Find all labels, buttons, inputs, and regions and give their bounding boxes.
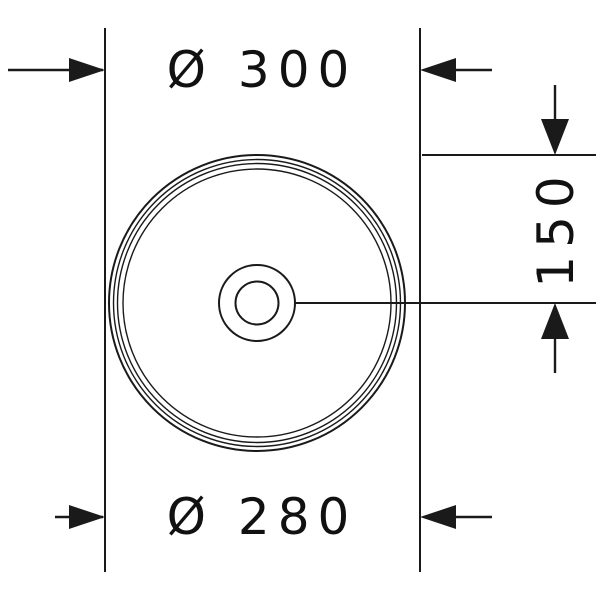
arrow-up-icon (541, 303, 569, 339)
dimension-top-label: Ø 300 (167, 41, 358, 99)
dimension-top: Ø 300 (8, 41, 492, 99)
arrow-down-icon (541, 119, 569, 155)
dimension-right: 150 (527, 85, 585, 373)
arrow-right-icon (69, 58, 105, 82)
dimension-right-label: 150 (527, 168, 585, 287)
drain-inner-circle (234, 280, 280, 326)
drain-outer-circle (218, 264, 296, 342)
arrow-right-icon (69, 505, 105, 529)
dimension-bottom-label: Ø 280 (167, 488, 358, 546)
arrow-left-icon (420, 505, 456, 529)
arrow-left-icon (420, 58, 456, 82)
dimension-bottom: Ø 280 (55, 488, 492, 546)
